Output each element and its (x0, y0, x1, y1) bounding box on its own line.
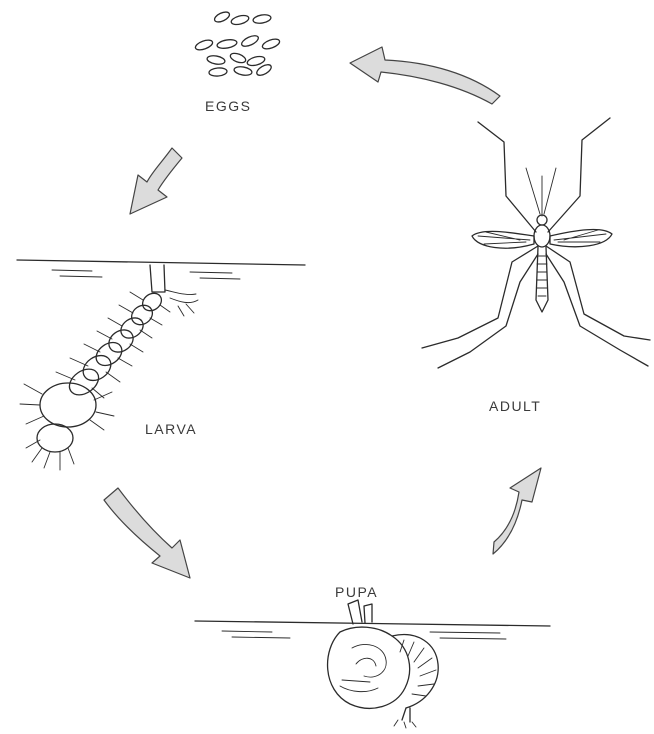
adult-label: ADULT (489, 398, 541, 414)
pupa-label: PUPA (335, 584, 378, 600)
eggs-illustration (194, 10, 281, 77)
larva-illustration (17, 260, 305, 470)
eggs-label: EGGS (205, 98, 251, 114)
arrow-larva-to-pupa (104, 488, 190, 578)
larva-label: LARVA (145, 421, 197, 437)
pupa-illustration (195, 600, 550, 728)
arrow-adult-to-eggs (350, 47, 500, 104)
arrow-pupa-to-adult (493, 468, 541, 554)
arrow-eggs-to-larva (130, 148, 182, 214)
adult-mosquito-illustration (422, 118, 650, 368)
